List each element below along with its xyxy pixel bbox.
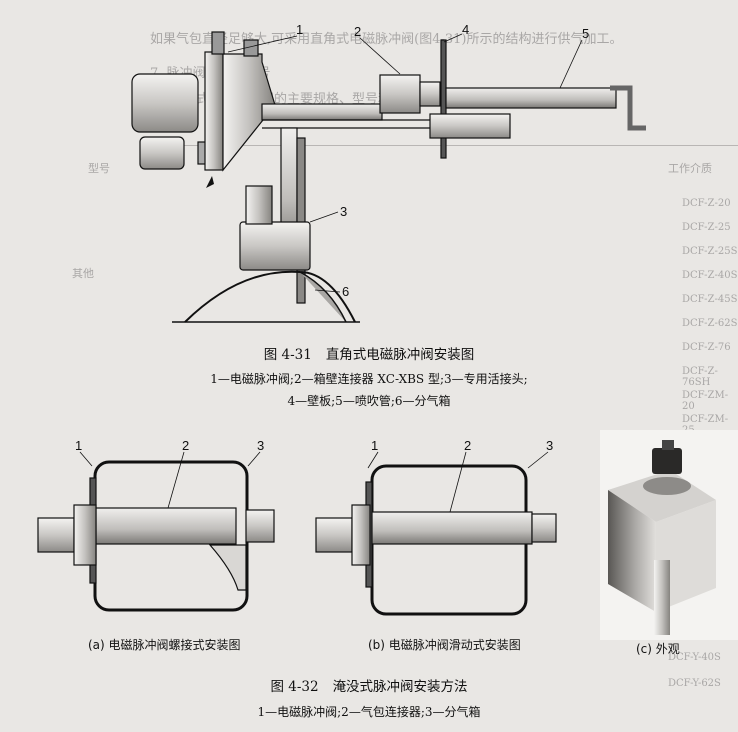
- solenoid-connector: [139, 136, 185, 170]
- figure-4-32-title: 淹没式脉冲阀安装方法: [332, 679, 468, 695]
- bleed-table-head-left: 型号: [88, 162, 110, 175]
- connector-pipe-a: [95, 507, 237, 545]
- bleed-model-item: DCF-Z-25S: [682, 246, 738, 257]
- air-tank: [184, 270, 356, 323]
- figure-4-32c-photo: [600, 430, 738, 640]
- valve-b: [315, 517, 353, 553]
- blow-pipe: [445, 87, 617, 109]
- bleed-model-item: DCF-Z-45S: [682, 294, 738, 305]
- figure-4-32-number: 图 4-32: [270, 679, 319, 695]
- figure-4-32b-drawing: [315, 451, 557, 616]
- bleed-model-item: DCF-Z-76: [682, 342, 731, 353]
- callout-a-1: 1: [75, 438, 83, 453]
- bleed-model-item: DCF-Z-25: [682, 222, 731, 233]
- figure-4-31-legend-1: 1—电磁脉冲阀;2—箱壁连接器 XC-XBS 型;3—专用活接头;: [210, 372, 528, 386]
- figure-4-32a-drawing: [37, 451, 275, 612]
- callout-3: 3: [340, 204, 348, 219]
- bleed-mid-right: 其他: [72, 267, 94, 280]
- bleed-model-item: DCF-Z-40S: [682, 270, 738, 281]
- bleed-table-head-right: 工作介质: [668, 162, 712, 175]
- callout-b-3: 3: [546, 438, 554, 453]
- solenoid-coil: [131, 73, 199, 133]
- bleed-model-item-bottom: DCF-Y-62S: [668, 678, 721, 689]
- callout-1: 1: [296, 22, 304, 37]
- figure-4-31-caption: 图 4-31 直角式电磁脉冲阀安装图: [0, 343, 738, 363]
- figure-4-32-legend: 1—电磁脉冲阀;2—气包连接器;3—分气箱: [257, 705, 481, 719]
- valve-a: [37, 517, 75, 553]
- figure-4-32a-caption: (a) 电磁脉冲阀螺接式安装图: [88, 638, 241, 652]
- figure-4-31-number: 图 4-31: [263, 347, 312, 363]
- callout-4: 4: [462, 22, 470, 37]
- callout-b-1: 1: [371, 438, 379, 453]
- figure-4-32b-caption: (b) 电磁脉冲阀滑动式安装图: [368, 638, 521, 652]
- callout-a-3: 3: [257, 438, 265, 453]
- wall-plate: [440, 39, 447, 159]
- callout-a-2: 2: [182, 438, 190, 453]
- callout-6: 6: [342, 284, 350, 299]
- figure-4-32-caption: 图 4-32 淹没式脉冲阀安装方法: [0, 675, 738, 695]
- bleed-model-item: DCF-ZM-20: [682, 390, 729, 412]
- bleed-model-item-bottom: DCF-Y-40S: [668, 652, 721, 663]
- figure-4-31-title: 直角式电磁脉冲阀安装图: [325, 347, 475, 363]
- connector-pipe-b: [371, 511, 533, 545]
- outlet-pipe: [261, 103, 383, 121]
- callout-b-2: 2: [464, 438, 472, 453]
- bleed-model-item: DCF-Z-62S: [682, 318, 738, 329]
- valve-body-flange: [204, 51, 224, 171]
- figure-4-32c-caption: (c) 外观: [636, 642, 680, 656]
- bleed-model-item: DCF-Z-76SH: [682, 366, 718, 388]
- figure-4-31-drawing: [131, 31, 646, 323]
- callout-2: 2: [354, 24, 362, 39]
- bleed-model-item: DCF-Z-20: [682, 198, 731, 209]
- wall-connector: [379, 74, 421, 114]
- callout-5: 5: [582, 26, 590, 41]
- figure-4-31-legend-2: 4—壁板;5—喷吹管;6—分气箱: [287, 394, 451, 408]
- bleed-line-1: 如果气包直径足够大,可采用直角式电磁脉冲阀(图4-31)所示的结构进行供气加工。: [150, 32, 623, 47]
- special-union: [239, 221, 311, 271]
